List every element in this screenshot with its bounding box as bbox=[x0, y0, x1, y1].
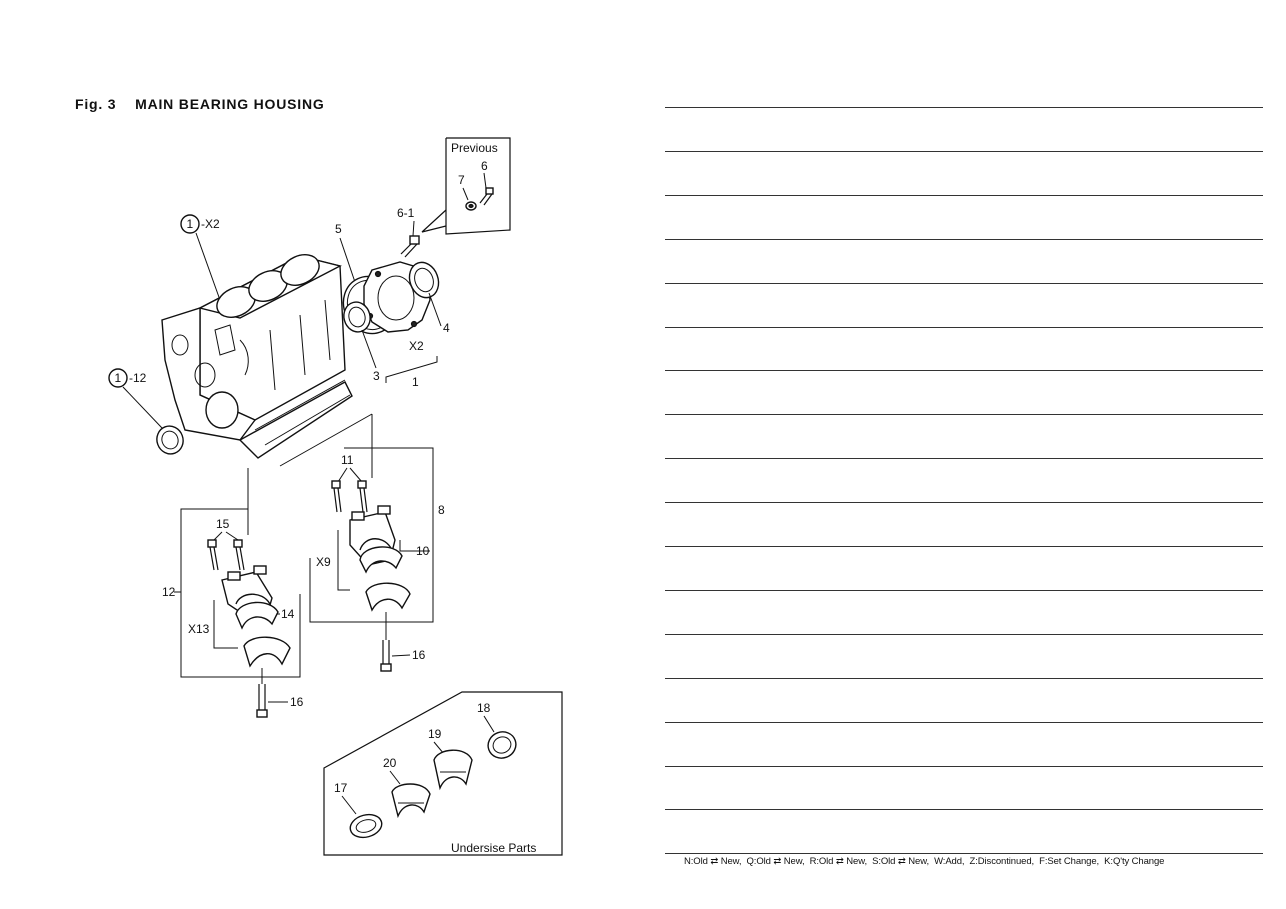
ruled-line bbox=[665, 766, 1263, 767]
ruled-line bbox=[665, 458, 1263, 459]
callout-18: 18 bbox=[477, 701, 491, 715]
callout-14: 14 bbox=[281, 607, 295, 621]
bolts-15-icon bbox=[207, 539, 245, 571]
callout-1-12-num: 1 bbox=[115, 371, 122, 385]
bearing-17-icon bbox=[349, 813, 383, 839]
ruled-line bbox=[665, 327, 1263, 328]
bolt-16-right-icon bbox=[380, 640, 392, 672]
callout-x13: X13 bbox=[188, 622, 210, 636]
ruled-line bbox=[665, 502, 1263, 503]
undersize-parts-box: 18 19 20 17 Undersis bbox=[323, 691, 563, 856]
thrust-bearing-upper-icon bbox=[235, 601, 279, 630]
bearing-18-icon bbox=[487, 731, 517, 759]
nut-7-icon bbox=[465, 201, 477, 211]
ruled-line bbox=[665, 722, 1263, 723]
callout-10: 10 bbox=[416, 544, 430, 558]
exploded-parts-diagram: Previous 6 7 6-1 5 bbox=[108, 137, 563, 856]
callout-7: 7 bbox=[458, 173, 465, 187]
oil-seal-12-icon bbox=[156, 425, 184, 455]
callout-1-x2-suffix: -X2 bbox=[201, 217, 220, 231]
change-code-legend: N:Old ⇄ New, Q:Old ⇄ New, R:Old ⇄ New, S… bbox=[684, 856, 1165, 867]
callout-19: 19 bbox=[428, 727, 442, 741]
callout-11: 11 bbox=[341, 453, 354, 467]
previous-label: Previous bbox=[451, 141, 498, 155]
ruled-line bbox=[665, 107, 1263, 108]
bolt-16-left-icon bbox=[256, 684, 268, 718]
callout-6: 6 bbox=[481, 159, 488, 173]
callout-circle-1-x2 bbox=[180, 214, 200, 234]
callout-circle-1-12 bbox=[108, 368, 128, 388]
ruled-line bbox=[665, 283, 1263, 284]
bearing-shell-upper-icon bbox=[359, 546, 403, 574]
callout-8: 8 bbox=[438, 503, 445, 517]
ruled-line bbox=[665, 195, 1263, 196]
thrust-bearing-lower-icon bbox=[243, 636, 291, 668]
callout-x9: X9 bbox=[316, 555, 331, 569]
bearing-cap-group-left: 15 12 X13 14 bbox=[162, 508, 304, 718]
ruled-line bbox=[665, 370, 1263, 371]
callout-16-right: 16 bbox=[412, 648, 426, 662]
ruled-notes-area bbox=[665, 0, 1263, 909]
callout-4: 4 bbox=[443, 321, 450, 335]
ruled-line bbox=[665, 414, 1263, 415]
callout-3: 3 bbox=[373, 369, 380, 383]
callout-1: 1 bbox=[412, 375, 419, 389]
callout-1-12-suffix: -12 bbox=[129, 371, 147, 385]
ruled-line bbox=[665, 809, 1263, 810]
bearing-housing-group: 6-1 5 bbox=[335, 206, 450, 389]
previous-parts-box: Previous 6 7 bbox=[421, 137, 511, 235]
callout-15: 15 bbox=[216, 517, 230, 531]
callout-6-1: 6-1 bbox=[397, 206, 415, 220]
bolts-11-icon bbox=[331, 480, 368, 513]
callout-5: 5 bbox=[335, 222, 342, 236]
bearing-shell-lower-icon bbox=[365, 582, 411, 612]
callout-16-left: 16 bbox=[290, 695, 304, 709]
bolt-6-1-icon bbox=[400, 235, 420, 258]
callout-12: 12 bbox=[162, 585, 176, 599]
bushing-3-icon bbox=[343, 301, 371, 333]
cylinder-block: 1 -X2 1 -12 bbox=[108, 214, 373, 535]
ruled-line bbox=[665, 239, 1263, 240]
ruled-line bbox=[665, 151, 1263, 152]
bolt-6-icon bbox=[479, 187, 494, 206]
ruled-line bbox=[665, 634, 1263, 635]
figure-title: Fig. 3 MAIN BEARING HOUSING bbox=[75, 96, 325, 112]
bearing-cap-group-right: 11 8 X9 10 bbox=[309, 447, 445, 672]
callout-x2-housing: X2 bbox=[409, 339, 424, 353]
callout-1-x2-num: 1 bbox=[187, 217, 194, 231]
callout-17: 17 bbox=[334, 781, 348, 795]
ruled-line bbox=[665, 590, 1263, 591]
ruled-line bbox=[665, 678, 1263, 679]
undersize-parts-label: Undersise Parts bbox=[451, 841, 536, 855]
ruled-line bbox=[665, 546, 1263, 547]
ruled-line bbox=[665, 853, 1263, 854]
bearing-19-icon bbox=[433, 749, 473, 791]
callout-20: 20 bbox=[383, 756, 397, 770]
bearing-20-icon bbox=[391, 783, 431, 819]
